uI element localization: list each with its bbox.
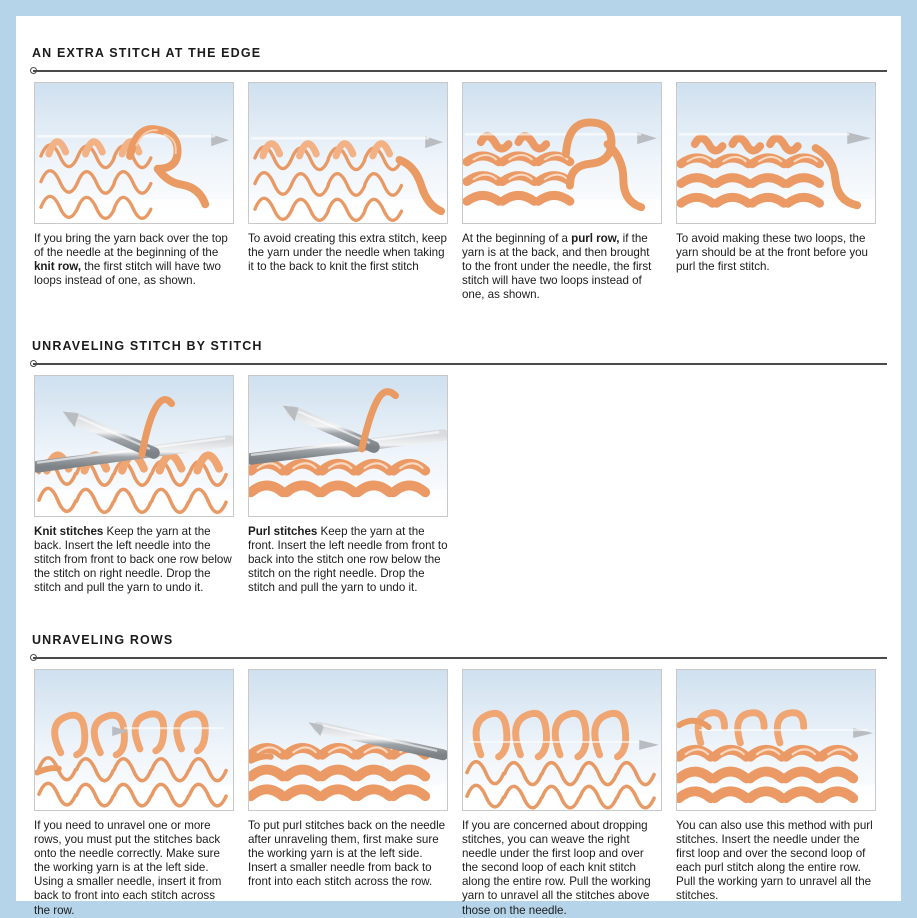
- divider-line: [33, 70, 887, 72]
- section-title: UNRAVELING ROWS: [32, 633, 174, 647]
- panel-caption: If you bring the yarn back over the top …: [34, 232, 228, 288]
- panel: Knit stitches Keep the yarn at the back.…: [34, 375, 234, 595]
- weave-needle-purl-figure: [676, 669, 876, 811]
- unravel-rows-knit-replace-figure: [34, 669, 234, 811]
- section-divider: [30, 66, 887, 76]
- unravel-rows-purl-replace-figure: [248, 669, 448, 811]
- panel: If you are concerned about dropping stit…: [462, 669, 662, 918]
- panel-caption: To avoid making these two loops, the yar…: [676, 232, 868, 274]
- panel: If you need to unravel one or more rows,…: [34, 669, 234, 918]
- divider-line: [33, 657, 887, 659]
- panel-caption: You can also use this method with purl s…: [676, 819, 873, 903]
- panel-caption: If you are concerned about dropping stit…: [462, 819, 651, 917]
- panel: To avoid making these two loops, the yar…: [676, 82, 876, 274]
- avoid-two-loops-purl-figure: [676, 82, 876, 224]
- section-unraveling-stitch-by-stitch: UNRAVELING STITCH BY STITCH: [30, 339, 887, 594]
- purl-row-extra-loop-figure: [462, 82, 662, 224]
- section-divider: [30, 359, 887, 369]
- panel-caption: At the beginning of a purl row, if the y…: [462, 232, 652, 302]
- divider-line: [33, 363, 887, 365]
- section-divider: [30, 653, 887, 663]
- panel: To put purl stitches back on the needle …: [248, 669, 448, 889]
- unravel-purl-stitch-figure: [248, 375, 448, 517]
- panel-caption: To avoid creating this extra stitch, kee…: [248, 232, 447, 274]
- avoid-extra-stitch-knit-figure: [248, 82, 448, 224]
- panel-caption: Knit stitches Keep the yarn at the back.…: [34, 525, 232, 595]
- section-title: UNRAVELING STITCH BY STITCH: [32, 339, 263, 353]
- weave-needle-knit-figure: [462, 669, 662, 811]
- panel: You can also use this method with purl s…: [676, 669, 876, 904]
- knit-row-extra-loop-figure: [34, 82, 234, 224]
- panel: If you bring the yarn back over the top …: [34, 82, 234, 288]
- panel-caption: To put purl stitches back on the needle …: [248, 819, 446, 889]
- section-title: AN EXTRA STITCH AT THE EDGE: [32, 46, 262, 60]
- page-content: AN EXTRA STITCH AT THE EDGE: [30, 32, 887, 917]
- unravel-knit-stitch-figure: [34, 375, 234, 517]
- panel: Purl stitches Keep the yarn at the front…: [248, 375, 448, 595]
- panel-caption: Purl stitches Keep the yarn at the front…: [248, 525, 448, 595]
- panel: At the beginning of a purl row, if the y…: [462, 82, 662, 302]
- section-an-extra-stitch-at-the-edge: AN EXTRA STITCH AT THE EDGE: [30, 46, 887, 301]
- page-sheet: AN EXTRA STITCH AT THE EDGE: [16, 16, 901, 917]
- panel-caption: If you need to unravel one or more rows,…: [34, 819, 222, 917]
- section-unraveling-rows: UNRAVELING ROWS: [30, 633, 887, 917]
- panel: To avoid creating this extra stitch, kee…: [248, 82, 448, 274]
